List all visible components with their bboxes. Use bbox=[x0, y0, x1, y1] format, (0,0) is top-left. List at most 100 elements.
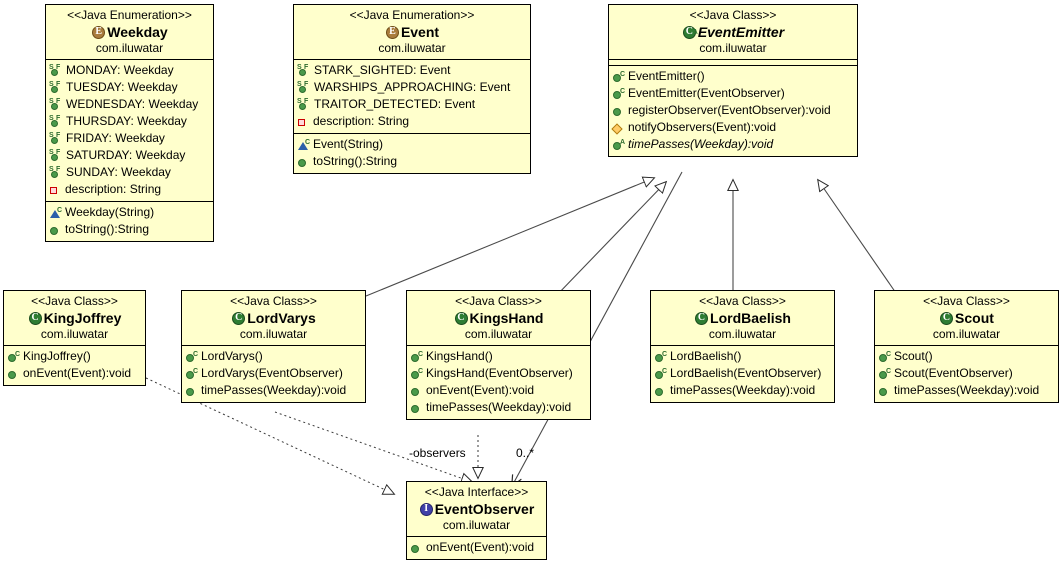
method-row: onEvent(Event):void bbox=[4, 365, 145, 382]
stereotype-label: <<Java Class>> bbox=[230, 294, 317, 308]
public-method-icon bbox=[185, 384, 199, 398]
stereotype-label: <<Java Class>> bbox=[455, 294, 542, 308]
public-constructor-icon: C bbox=[878, 367, 892, 381]
public-constructor-icon: C bbox=[410, 367, 424, 381]
association-role-label: -observers bbox=[409, 446, 466, 460]
stereotype-label: <<Java Enumeration>> bbox=[67, 8, 192, 22]
public-method-icon bbox=[297, 155, 311, 169]
private-constructor-icon: C bbox=[297, 138, 311, 152]
protected-method-icon bbox=[611, 121, 626, 135]
public-constructor-icon: C bbox=[612, 87, 626, 101]
package-label: com.iluwatar bbox=[40, 327, 109, 341]
public-constructor-icon: C bbox=[612, 70, 626, 84]
method-row: timePasses(Weekday):void bbox=[875, 382, 1058, 399]
stereotype-label: <<Java Class>> bbox=[923, 294, 1010, 308]
generalization-kingshand-to-eventemitter bbox=[555, 180, 668, 297]
method-row: registerObserver(EventObserver):void bbox=[609, 102, 857, 119]
fields-compartment bbox=[609, 59, 857, 65]
method-row: timePasses(Weekday):void bbox=[182, 382, 365, 399]
public-constructor-icon: C bbox=[7, 350, 21, 364]
package-label: com.iluwatar bbox=[442, 518, 511, 532]
private-constructor-icon: C bbox=[49, 206, 63, 220]
methods-compartment: onEvent(Event):void bbox=[407, 536, 546, 559]
public-constructor-icon: C bbox=[878, 350, 892, 364]
method-row: timePasses(Weekday):void bbox=[651, 382, 834, 399]
enum-icon: E bbox=[91, 25, 106, 40]
field-row: description: String bbox=[46, 181, 213, 198]
public-method-icon bbox=[878, 384, 892, 398]
private-field-icon bbox=[297, 115, 311, 129]
package-label: com.iluwatar bbox=[708, 327, 777, 341]
public-method-icon bbox=[410, 401, 424, 415]
method-row: toString():String bbox=[294, 153, 530, 170]
public-method-icon bbox=[49, 223, 63, 237]
package-label: com.iluwatar bbox=[95, 41, 164, 55]
package-label: com.iluwatar bbox=[932, 327, 1001, 341]
class-icon: C bbox=[454, 311, 469, 326]
public-constructor-icon: C bbox=[654, 350, 668, 364]
private-field-icon bbox=[49, 183, 63, 197]
public-method-icon bbox=[612, 104, 626, 118]
interface-icon: I bbox=[419, 502, 434, 517]
package-label: com.iluwatar bbox=[239, 327, 308, 341]
generalization-scout-to-eventemitter bbox=[817, 178, 899, 297]
class-icon: C bbox=[28, 311, 43, 326]
package-label: com.iluwatar bbox=[378, 41, 446, 55]
public-constructor-icon: C bbox=[185, 350, 199, 364]
stereotype-label: <<Java Class>> bbox=[689, 8, 777, 22]
generalization-lordvarys-to-eventemitter bbox=[365, 176, 656, 297]
